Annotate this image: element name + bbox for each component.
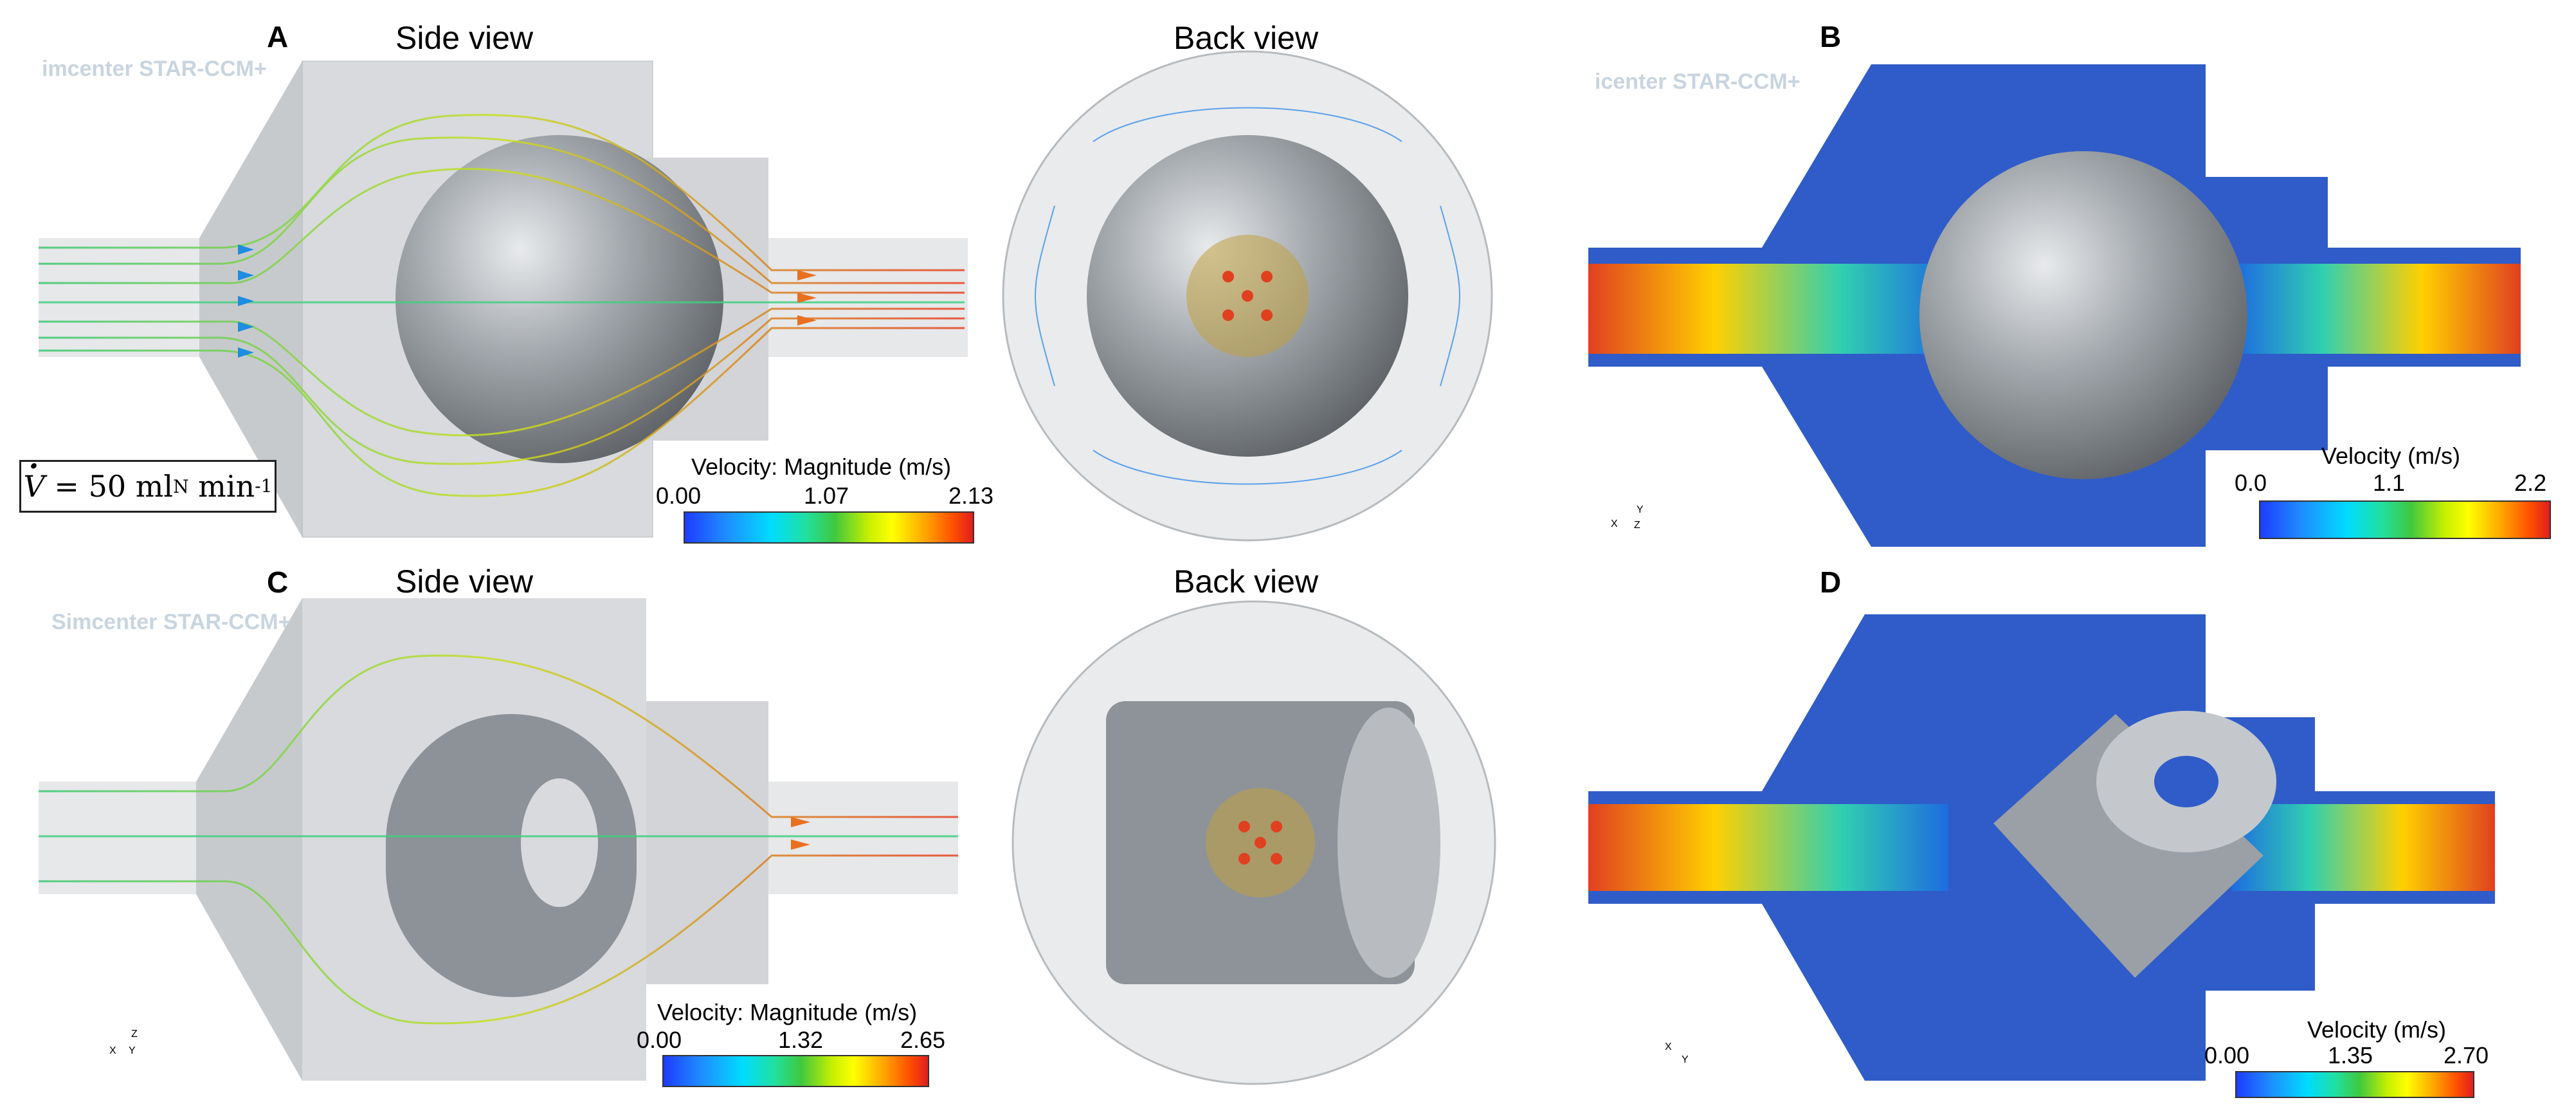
panel-a-watermark: imcenter STAR-CCM+ bbox=[42, 57, 267, 81]
colorbar-a-title: Velocity: Magnitude (m/s) bbox=[691, 454, 952, 480]
triad-c-z: Z bbox=[131, 1029, 138, 1040]
colorbar-d-tick-max: 2.70 bbox=[2444, 1042, 2489, 1068]
colorbar-b-tick-min: 0.0 bbox=[2235, 470, 2267, 496]
colorbar-d-gradient bbox=[2235, 1071, 2474, 1098]
panel-d-letter: D bbox=[1820, 565, 1842, 599]
colorbar-b-title: Velocity (m/s) bbox=[2321, 443, 2461, 469]
panel-b-watermark: icenter STAR-CCM+ bbox=[1595, 69, 1800, 94]
panel-a-side-title: Side view bbox=[395, 20, 533, 56]
flow-rate-unit: min bbox=[188, 469, 255, 504]
colorbar-b-tick-max: 2.2 bbox=[2514, 470, 2547, 496]
panel-c-side-render bbox=[39, 598, 958, 1081]
colorbar-b-gradient bbox=[2259, 500, 2551, 539]
triad-d-y: Y bbox=[1682, 1054, 1689, 1065]
colorbar-c-title: Velocity: Magnitude (m/s) bbox=[657, 999, 918, 1025]
colorbar-a-tick-min: 0.00 bbox=[656, 482, 702, 509]
triad-d-x: X bbox=[1665, 1041, 1672, 1052]
colorbar-c-tick-mid: 1.32 bbox=[778, 1027, 824, 1053]
panel-d-render bbox=[1588, 614, 2495, 1081]
colorbar-d-tick-mid: 1.35 bbox=[2328, 1042, 2373, 1068]
panel-a-back-title: Back view bbox=[1174, 20, 1319, 56]
colorbar-c-gradient bbox=[662, 1055, 929, 1087]
panel-c-back-title: Back view bbox=[1174, 564, 1319, 600]
panel-a-side-render bbox=[39, 60, 968, 538]
colorbar-a-tick-max: 2.13 bbox=[948, 482, 994, 509]
panel-c-letter: C bbox=[267, 565, 289, 599]
flow-rate-value: = 50 ml bbox=[44, 469, 174, 504]
panel-c-back-render bbox=[1011, 600, 1496, 1085]
triad-b-z: Z bbox=[1634, 520, 1640, 531]
flow-rate-subscript: N bbox=[173, 475, 189, 497]
flow-rate-symbol: V bbox=[24, 448, 45, 504]
triad-b-x: X bbox=[1611, 518, 1618, 529]
panel-b-letter: B bbox=[1820, 20, 1842, 53]
panel-b-render bbox=[1588, 64, 2521, 547]
colorbar-a-tick-mid: 1.07 bbox=[804, 482, 849, 509]
colorbar-d-tick-min: 0.00 bbox=[2204, 1042, 2250, 1068]
colorbar-c-tick-min: 0.00 bbox=[637, 1027, 682, 1053]
triad-b-y: Y bbox=[1637, 504, 1644, 515]
panel-c-watermark: Simcenter STAR-CCM+ bbox=[51, 610, 291, 634]
flow-rate-label: V = 50 ml N min -1 bbox=[19, 448, 277, 513]
colorbar-d-title: Velocity (m/s) bbox=[2307, 1016, 2447, 1043]
colorbar-c-tick-max: 2.65 bbox=[900, 1027, 946, 1053]
panel-a-back-render bbox=[1002, 50, 1493, 542]
triad-c-x: X bbox=[109, 1045, 116, 1056]
panel-c-side-title: Side view bbox=[395, 564, 533, 600]
triad-c-y: Y bbox=[129, 1045, 136, 1056]
colorbar-b-tick-mid: 1.1 bbox=[2373, 470, 2406, 496]
colorbar-a-gradient bbox=[684, 511, 974, 544]
panel-a-letter: A bbox=[267, 20, 289, 53]
